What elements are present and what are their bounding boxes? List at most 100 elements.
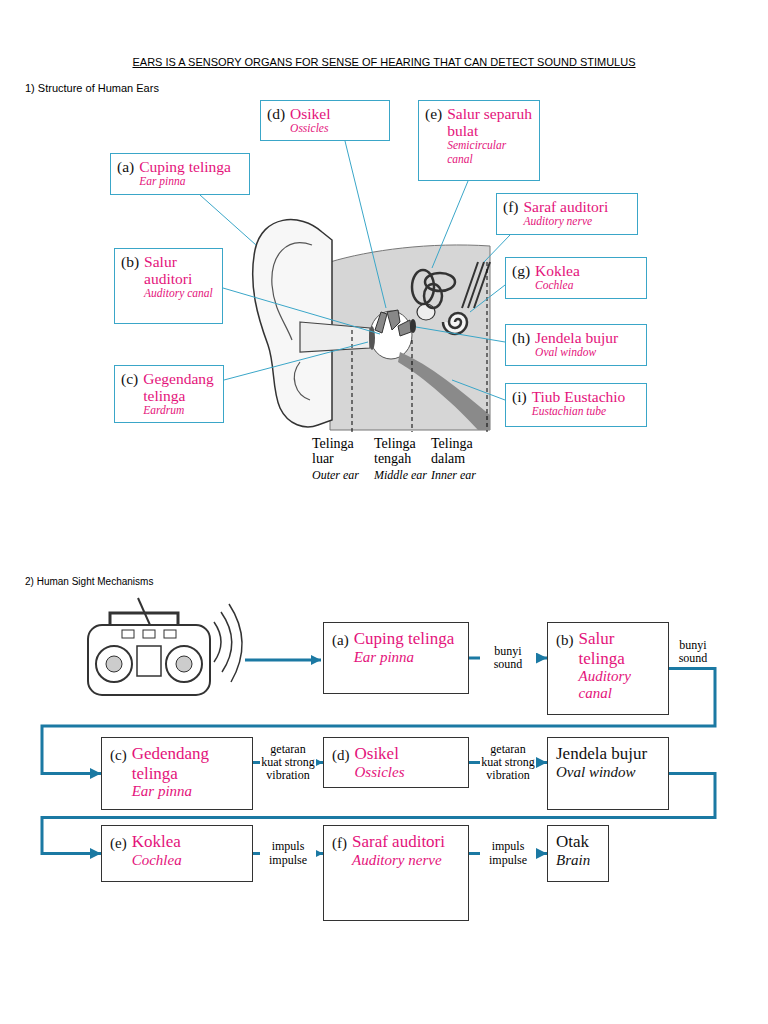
text-column: Cuping telingaEar pinna — [354, 629, 455, 666]
text-column: Jendela bujurOval window — [535, 329, 618, 360]
text-label: Outer ear — [312, 469, 368, 482]
english-name: Auditory canal — [579, 668, 661, 703]
ear-illustration — [253, 220, 490, 432]
radio-body — [88, 625, 210, 695]
callout-box: (f)Saraf auditoriAuditory nerve — [496, 193, 638, 235]
text-column: Salur auditoriAuditory canal — [144, 253, 216, 301]
callout-letter: (c) — [121, 370, 138, 387]
semicircular-canal — [424, 284, 442, 308]
english-name: Ear pinna — [139, 175, 231, 189]
page-title: EARS IS A SENSORY ORGANS FOR SENSE OF HE… — [14, 56, 754, 68]
text-column: Tiub EustachioEustachian tube — [532, 388, 626, 419]
callout-letter: (d) — [267, 105, 285, 122]
process-box: (a) Cuping telingaEar pinna — [323, 622, 469, 694]
english-name: Auditory canal — [144, 287, 216, 301]
callout-box: (d) OsikelOssicles — [260, 100, 390, 141]
part-name: Salur separuh bulat — [447, 105, 533, 139]
pinna-lobe-fold — [294, 362, 310, 400]
text-label: 2) Human Sight Mechanisms — [25, 576, 345, 587]
callout-box: (h)Jendela bujurOval window — [505, 324, 647, 366]
callout-letter: (i) — [512, 388, 527, 405]
radio-speaker — [96, 646, 132, 682]
process-box: (e) KokleaCochlea — [101, 825, 253, 882]
radio-button — [143, 630, 155, 638]
process-box: (d) OsikelOssicles — [323, 737, 469, 788]
english-name: Eardrum — [143, 404, 217, 418]
radio-speaker — [176, 656, 192, 672]
text-label: Telinga tengah — [374, 436, 430, 467]
radio-display — [137, 646, 161, 676]
vestibule — [417, 304, 435, 320]
text-column: Saraf auditoriAuditory nerve — [352, 832, 445, 869]
arrow-label: getaran kuat strong vibration — [480, 743, 536, 783]
arrow-label: bunyi sound — [672, 639, 714, 665]
leader-line — [470, 285, 505, 312]
english-name: Ear pinna — [132, 783, 244, 800]
callout-letter: (e) — [425, 105, 442, 122]
callout-letter: (b) — [556, 631, 574, 649]
english-name: Brain — [556, 852, 590, 869]
eardrum — [369, 326, 375, 350]
english-name: Cochlea — [132, 852, 182, 869]
part-name: Koklea — [535, 262, 580, 279]
text-column: OsikelOssicles — [290, 105, 330, 136]
region-divider — [352, 330, 353, 432]
text-column: Saraf auditoriAuditory nerve — [524, 198, 609, 229]
region-divider — [412, 340, 413, 432]
english-name: Ossicles — [355, 764, 405, 781]
radio-icon — [88, 598, 242, 695]
text-label: Inner ear — [431, 469, 487, 482]
callout-box: (c)Gegendang telingaEardrum — [114, 365, 224, 423]
radio-speaker — [106, 656, 122, 672]
auditory-nerve — [462, 262, 490, 308]
part-name: Salur auditori — [144, 253, 216, 287]
callout-box: (b)Salur auditoriAuditory canal — [114, 248, 223, 324]
english-name: Semicircular canal — [447, 139, 533, 167]
callout-letter: (a) — [117, 158, 134, 175]
part-name: Saraf auditori — [352, 832, 445, 852]
leader-line — [345, 141, 386, 308]
process-box: Jendela bujurOval window — [547, 737, 669, 810]
callout-box: (i) Tiub EustachioEustachian tube — [505, 383, 647, 427]
radio-antenna — [138, 598, 150, 625]
radio-speaker — [166, 646, 202, 682]
text-column: Jendela bujurOval window — [556, 744, 647, 781]
english-name: Auditory nerve — [524, 215, 609, 229]
radio-button — [122, 630, 134, 638]
ossicle-stirrup — [398, 320, 411, 336]
callout-letter: (f) — [332, 834, 347, 852]
callout-letter: (a) — [332, 631, 349, 649]
text-label: Telinga dalam — [431, 436, 487, 467]
leader-line — [452, 380, 505, 400]
leader-line — [224, 342, 368, 380]
leader-line — [223, 288, 380, 334]
part-name: Cuping telinga — [139, 158, 231, 175]
text-label: Middle ear — [374, 469, 430, 482]
text-label: 1) Structure of Human Ears — [25, 82, 345, 94]
part-name: Osikel — [355, 744, 405, 764]
leader-line — [200, 195, 256, 245]
text-column: OsikelOssicles — [355, 744, 405, 781]
leader-line — [432, 181, 468, 268]
callout-letter: (e) — [110, 834, 127, 852]
part-name: Cuping telinga — [354, 629, 455, 649]
callout-box: (a) Cuping telingaEar pinna — [110, 153, 250, 195]
process-box: (c) Gedendang telingaEar pinna — [101, 737, 253, 810]
callout-letter: (g) — [512, 262, 530, 279]
cochlea-spiral — [443, 313, 467, 334]
arrow-label: impuls impulse — [480, 840, 536, 866]
callout-box: (e) Salur separuh bulatSemicircular canal — [418, 100, 540, 181]
callout-letter: (c) — [110, 746, 127, 764]
arrow-label: getaran kuat strong vibration — [260, 743, 316, 783]
process-box: (f) Saraf auditoriAuditory nerve — [323, 825, 469, 921]
callout-letter: (d) — [332, 746, 350, 764]
part-name: Gedendang telinga — [132, 744, 244, 783]
arrow-label: bunyi sound — [480, 645, 536, 671]
english-name: Cochlea — [535, 279, 580, 293]
text-column: Cuping telingaEar pinna — [139, 158, 231, 189]
part-name: Koklea — [132, 832, 182, 852]
text-column: KokleaCochlea — [132, 832, 182, 869]
middle-ear-cavity — [370, 311, 412, 359]
text-column: KokleaCochlea — [535, 262, 580, 293]
